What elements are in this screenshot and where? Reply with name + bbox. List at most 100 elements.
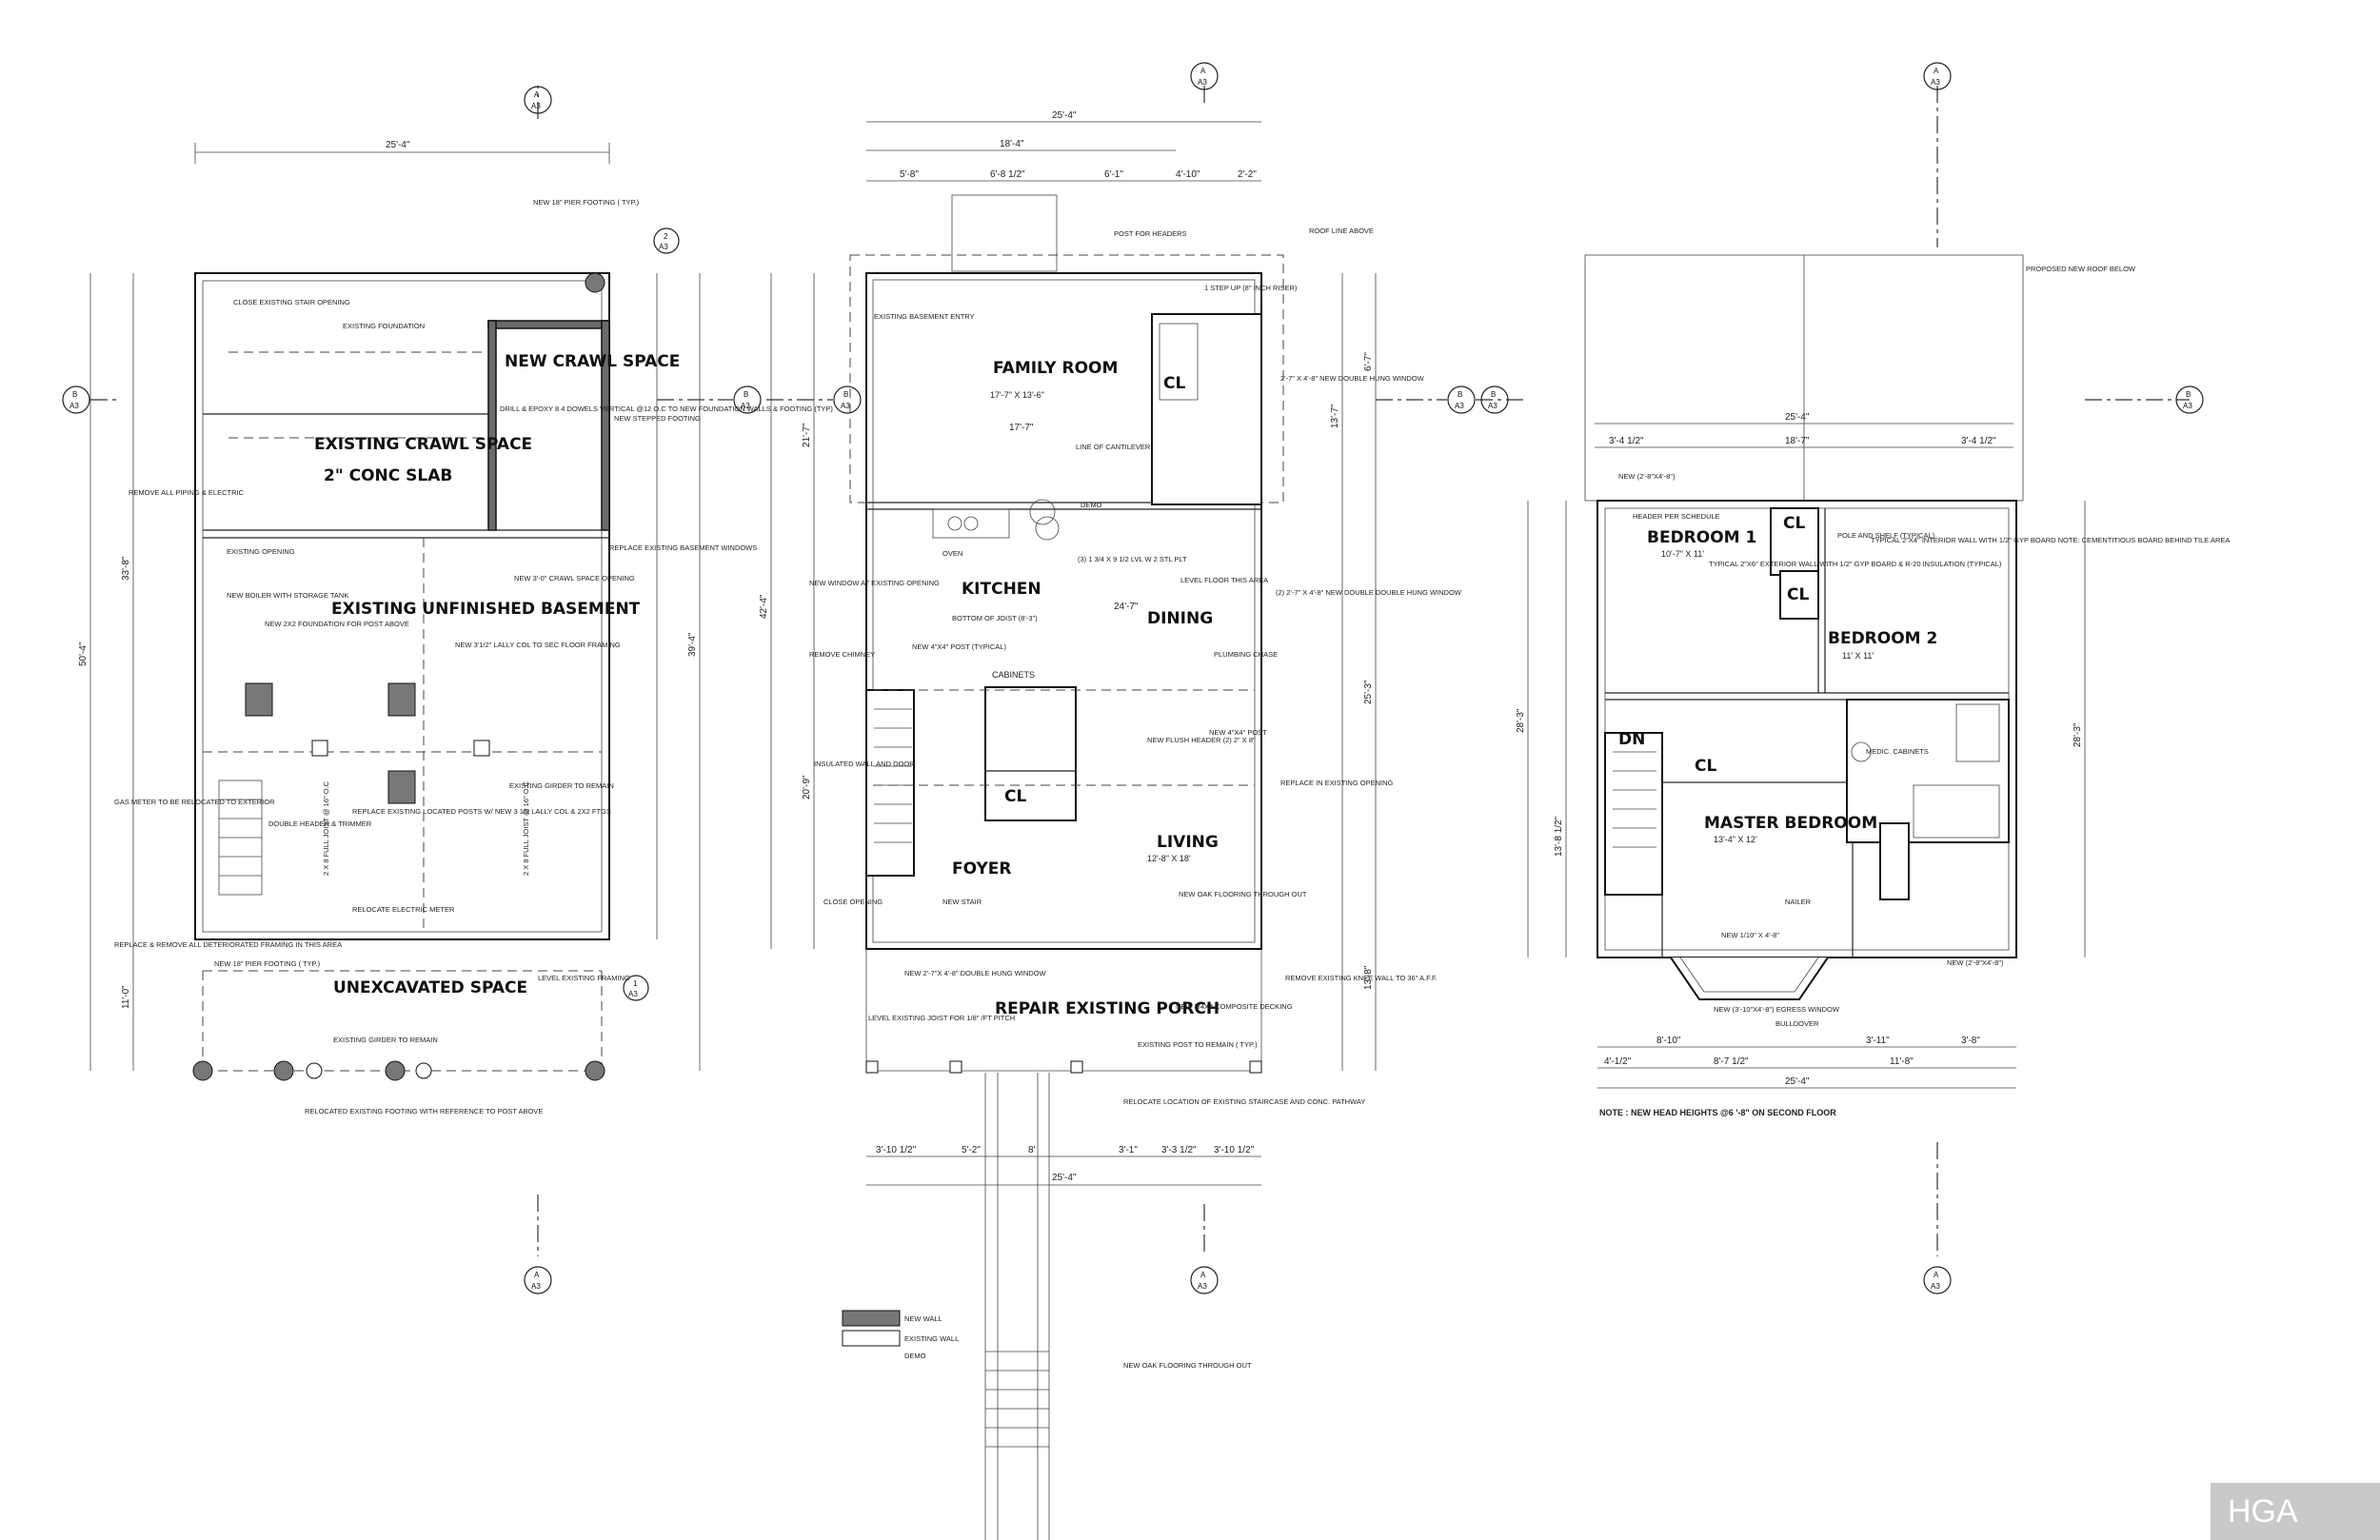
- ff-family-depth: 17'-7": [1009, 423, 1034, 433]
- svg-text:B: B: [843, 390, 848, 399]
- bedroom-1-size: 10'-7" X 11': [1661, 549, 1704, 559]
- basement-left-total: 50'-4": [78, 642, 89, 666]
- ff-note-1: ROOF LINE ABOVE: [1309, 227, 1374, 235]
- basement-note-opening: EXISTING OPENING: [227, 547, 295, 556]
- sf-note-6: NEW (2'-8"X4'-8"): [1947, 958, 2004, 967]
- ff-note-23: NEW 2'-7"X 4'-8" DOUBLE HUNG WINDOW: [904, 969, 1047, 977]
- basement-note-lally: NEW 3'1/2" LALLY COL TO SEC FLOOR FRAMIN…: [455, 641, 621, 649]
- svg-text:2: 2: [664, 232, 668, 241]
- section-marker-b-right-1: B A3: [733, 385, 762, 414]
- svg-text:A3: A3: [659, 243, 668, 251]
- new-crawl-space-label: NEW CRAWL SPACE: [505, 352, 680, 371]
- master-bedroom-label: MASTER BEDROOM: [1704, 814, 1877, 833]
- section-marker-a-bottom-1: AA3: [524, 1266, 552, 1294]
- basement-left-upper: 33'-8": [121, 556, 131, 581]
- svg-text:A3: A3: [628, 990, 638, 998]
- ff-note-11: NEW 4"X4" POST (TYPICAL): [912, 642, 1006, 651]
- sf-note-5: TYPICAL 2"X4" INTERIOR WALL WITH 1/2" GY…: [1871, 536, 2230, 544]
- ff-note-21: NEW STAIR: [942, 898, 982, 906]
- section-marker-b-right-3: BA3: [2175, 385, 2204, 414]
- basement-note-level: LEVEL EXISTING FRAMING: [538, 974, 630, 982]
- kitchen-label: KITCHEN: [962, 580, 1041, 599]
- svg-text:A3: A3: [1455, 402, 1464, 410]
- ff-note-19: REPLACE IN EXISTING OPENING: [1280, 779, 1394, 787]
- ff-note-4: 2'-7" X 4'-8" NEW DOUBLE HUNG WINDOW: [1280, 374, 1425, 383]
- master-bedroom-size: 13'-4" X 12': [1714, 835, 1757, 844]
- basement-note-relocated-footing: RELOCATED EXISTING FOOTING WITH REFERENC…: [305, 1107, 543, 1116]
- ff-right-b: 13'-7": [1330, 404, 1340, 428]
- basement-note-boiler: NEW BOILER WITH STORAGE TANK: [227, 591, 348, 600]
- ff-left-a: 21'-7": [802, 423, 812, 447]
- sf-closet-1-label: CL: [1783, 514, 1805, 533]
- svg-text:B: B: [744, 390, 748, 399]
- sf-left-a: 13'-8 1/2": [1554, 816, 1564, 857]
- svg-text:A3: A3: [741, 402, 750, 410]
- section-marker-a-bottom-3: AA3: [1923, 1266, 1952, 1294]
- section-marker-1-bottom: 1A3: [623, 975, 649, 1001]
- sf-bottom2-seg-1: 8'-7 1/2": [1714, 1056, 1749, 1067]
- sf-top-dim: 25'-4": [1785, 412, 1810, 423]
- basement-note-close-stair: CLOSE EXISTING STAIR OPENING: [233, 298, 350, 306]
- bedroom-2-size: 11' X 11': [1842, 651, 1874, 661]
- section-marker-b-left-2: B A3: [833, 385, 862, 414]
- section-marker-a-top-3: AA3: [1923, 62, 1952, 90]
- ff-closet-2-label: CL: [1004, 787, 1026, 806]
- second-floor-plan: PROPOSED NEW ROOF BELOW 25'-4" 3'-4 1/2"…: [1516, 254, 2230, 1117]
- svg-text:1: 1: [633, 979, 638, 988]
- living-size: 12'-8" X 18': [1147, 854, 1191, 863]
- sf-note-roof: PROPOSED NEW ROOF BELOW: [2026, 265, 2136, 273]
- ff-note-0: POST FOR HEADERS: [1114, 229, 1187, 238]
- svg-text:B: B: [2186, 390, 2191, 399]
- ff-closet-1-label: CL: [1163, 374, 1185, 393]
- basement-note-foundation-post: NEW 2X2 FOUNDATION FOR POST ABOVE: [265, 620, 409, 628]
- svg-text:A3: A3: [1198, 1282, 1207, 1291]
- sf-left-total: 28'-3": [1516, 708, 1526, 733]
- ff-note-14: (2) 2'-7" X 4'-8" NEW DOUBLE DOUBLE HUNG…: [1276, 588, 1462, 597]
- section-marker-a-top-2: AA3: [1190, 62, 1219, 90]
- sf-closet-2-label: CL: [1787, 585, 1809, 604]
- legend-existing-wall: EXISTING WALL: [904, 1334, 959, 1343]
- sf-stair-dn-label: DN: [1618, 730, 1645, 749]
- existing-crawl-space-label: EXISTING CRAWL SPACE: [314, 435, 532, 454]
- basement-note-piping: REMOVE ALL PIPING & ELECTRIC: [129, 488, 245, 497]
- ff-right-a: 6'-7": [1363, 352, 1374, 371]
- sf-note-4: POLE AND SHELF (TYPICAL): [1837, 531, 1935, 540]
- ff-top-dim: 25'-4": [1052, 110, 1077, 121]
- ff-right-d: 13'-8": [1363, 965, 1374, 990]
- svg-text:A: A: [534, 90, 540, 99]
- bedroom-2-label: BEDROOM 2: [1828, 629, 1937, 648]
- svg-text:A: A: [1934, 67, 1939, 75]
- basement-note-header: DOUBLE HEADER & TRIMMER: [268, 819, 372, 828]
- ff-note-20: CLOSE OPENING: [823, 898, 883, 906]
- ff-right-c: 25'-3": [1363, 680, 1374, 704]
- ff-note-26: EXISTING POST TO REMAIN ( TYP.): [1138, 1040, 1258, 1049]
- sf-bottom-seg-0: 8'-10": [1656, 1036, 1681, 1046]
- sf-right-total: 28'-3": [2073, 722, 2083, 747]
- ff-seg-0: 5'-8": [900, 169, 919, 180]
- basement-note-crawl-opening: NEW 3'-0" CRAWL SPACE OPENING: [514, 574, 635, 582]
- sf-bottom: 25'-4": [1785, 1076, 1810, 1087]
- basement-note-framing: REPLACE & REMOVE ALL DETERIORATED FRAMIN…: [114, 940, 342, 949]
- ff-left-b: 20'-9": [802, 775, 812, 800]
- ff-note-17: NEW FLUSH HEADER (2) 2" X 8": [1147, 736, 1256, 744]
- ff-note-28: RELOCATE LOCATION OF EXISTING STAIRCASE …: [1123, 1097, 1365, 1106]
- legend-new-wall: NEW WALL: [904, 1314, 942, 1323]
- basement-note-dowels: DRILL & EPOXY 8 4 DOWELS VERTICAL @12 O.…: [500, 405, 833, 413]
- svg-text:A: A: [1934, 1271, 1939, 1279]
- ff-seg-4: 2'-2": [1238, 169, 1257, 180]
- porch-label: REPAIR EXISTING PORCH: [995, 999, 1220, 1018]
- ff-kitchen-width: 24'-7": [1114, 602, 1139, 612]
- sf-note-9: NEW (3'-10"X4'-8") EGRESS WINDOW: [1714, 1005, 1840, 1014]
- ff-note-5: LINE OF CANTILEVER: [1076, 443, 1151, 451]
- svg-text:A3: A3: [841, 402, 850, 410]
- basement-note-replace-posts: REPLACE EXISTING LOCATED POSTS W/ NEW 3 …: [352, 807, 611, 816]
- ff-note-10: REMOVE CHIMNEY: [809, 650, 875, 659]
- sf-note-2: HEADER PER SCHEDULE: [1633, 512, 1720, 521]
- sf-footnote: NOTE : NEW HEAD HEIGHTS @6 '-8" ON SECON…: [1599, 1108, 1836, 1117]
- section-marker-b-left-3: BA3: [1480, 385, 1509, 414]
- basement-top-dim: 25'-4": [386, 140, 410, 150]
- ff-bottom-seg-3: 3'-1": [1119, 1145, 1138, 1155]
- ff-bottom-seg-0: 3'-10 1/2": [876, 1145, 917, 1155]
- sf-note-8: NAILER: [1785, 898, 1812, 906]
- basement-note-stepped: NEW STEPPED FOOTING: [614, 414, 701, 423]
